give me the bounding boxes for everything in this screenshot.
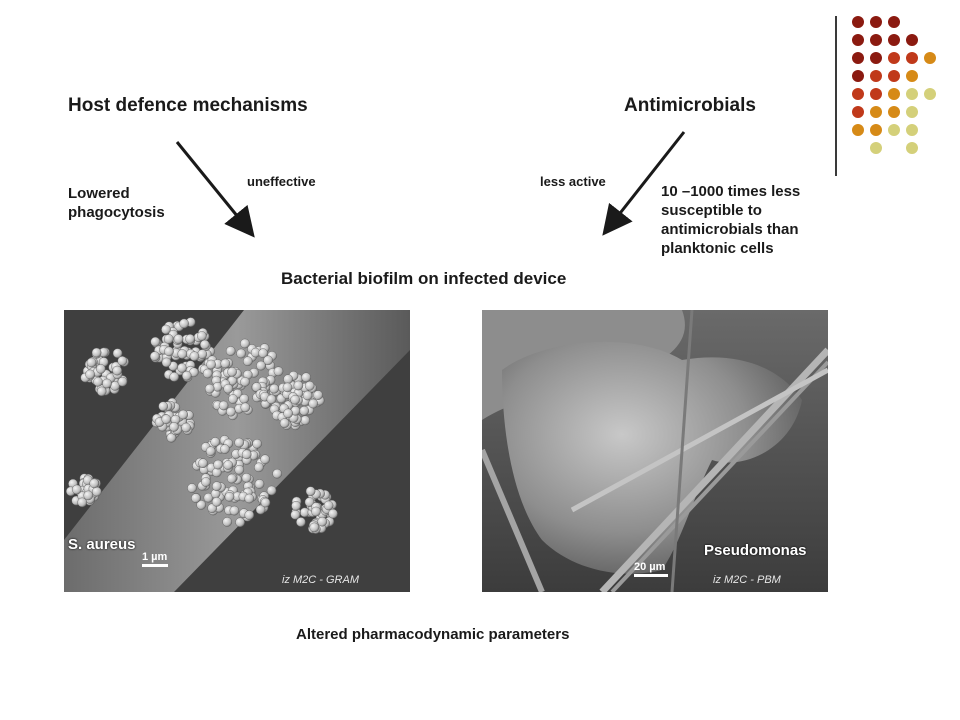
center-title: Bacterial biofilm on infected device bbox=[281, 269, 567, 288]
decorative-dot bbox=[852, 88, 864, 100]
decorative-dot bbox=[870, 16, 882, 28]
decorative-dot bbox=[870, 142, 882, 154]
decorative-dot bbox=[852, 106, 864, 118]
decorative-dot bbox=[906, 88, 918, 100]
s-aureus-sem-drawing bbox=[64, 310, 410, 592]
decorative-dot bbox=[924, 88, 936, 100]
decorative-dot bbox=[852, 52, 864, 64]
s-aureus-micrograph: S. aureus 1 µm iz M2C - GRAM bbox=[64, 310, 410, 592]
right-label-line: 10 –1000 times less bbox=[661, 183, 801, 200]
decorative-dot bbox=[888, 124, 900, 136]
right-label-line: planktonic cells bbox=[661, 240, 774, 257]
left-label-line: phagocytosis bbox=[68, 204, 165, 221]
decorative-dot bbox=[906, 106, 918, 118]
decorative-dot bbox=[888, 88, 900, 100]
decorative-dot-grid bbox=[852, 16, 936, 154]
bottom-caption: Altered pharmacodynamic parameters bbox=[296, 626, 570, 643]
right-arrow bbox=[602, 131, 686, 236]
decorative-dot bbox=[888, 52, 900, 64]
decorative-dot bbox=[906, 124, 918, 136]
less-active-label: less active bbox=[540, 174, 606, 189]
decorative-dot bbox=[906, 70, 918, 82]
decorative-dot bbox=[870, 124, 882, 136]
decorative-dot bbox=[870, 34, 882, 46]
pseudomonas-label: Pseudomonas bbox=[704, 542, 807, 559]
left-arrow bbox=[175, 141, 255, 238]
right-image-credit: iz M2C - PBM bbox=[713, 574, 781, 586]
decorative-dot bbox=[852, 70, 864, 82]
susceptibility-label: 10 –1000 times less susceptible to antim… bbox=[661, 182, 800, 258]
decorative-dot bbox=[870, 88, 882, 100]
right-scale-line bbox=[634, 574, 668, 577]
decorative-dot bbox=[870, 70, 882, 82]
decorative-dot bbox=[852, 16, 864, 28]
decorative-dot bbox=[906, 52, 918, 64]
decorative-dot bbox=[870, 52, 882, 64]
decorative-dot bbox=[852, 34, 864, 46]
uneffective-label: uneffective bbox=[247, 174, 316, 189]
decorative-dot bbox=[852, 124, 864, 136]
left-scale-text: 1 µm bbox=[142, 551, 168, 563]
pseudomonas-sem-drawing bbox=[482, 310, 828, 592]
right-scale-text: 20 µm bbox=[634, 561, 666, 573]
lowered-phagocytosis-label: Lowered phagocytosis bbox=[68, 184, 165, 222]
pseudomonas-micrograph: Pseudomonas 20 µm iz M2C - PBM bbox=[482, 310, 828, 592]
right-scale-bar: 20 µm bbox=[634, 561, 668, 577]
right-label-line: antimicrobials than bbox=[661, 221, 799, 238]
left-scale-bar: 1 µm bbox=[142, 551, 168, 567]
left-scale-line bbox=[142, 564, 168, 567]
decorative-dot bbox=[924, 52, 936, 64]
right-label-line: susceptible to bbox=[661, 202, 762, 219]
decorative-dot bbox=[870, 106, 882, 118]
s-aureus-label: S. aureus bbox=[68, 536, 136, 553]
right-heading: Antimicrobials bbox=[624, 95, 756, 116]
decorative-dot bbox=[888, 106, 900, 118]
left-label-line: Lowered bbox=[68, 185, 130, 202]
diagram-arrows bbox=[175, 131, 686, 238]
decorative-dot bbox=[888, 70, 900, 82]
decorative-dot bbox=[888, 34, 900, 46]
left-heading: Host defence mechanisms bbox=[68, 95, 308, 116]
decorative-divider-line bbox=[835, 16, 837, 176]
decorative-dot bbox=[906, 142, 918, 154]
decorative-dot bbox=[906, 34, 918, 46]
decorative-dot bbox=[888, 16, 900, 28]
left-image-credit: iz M2C - GRAM bbox=[282, 574, 359, 586]
